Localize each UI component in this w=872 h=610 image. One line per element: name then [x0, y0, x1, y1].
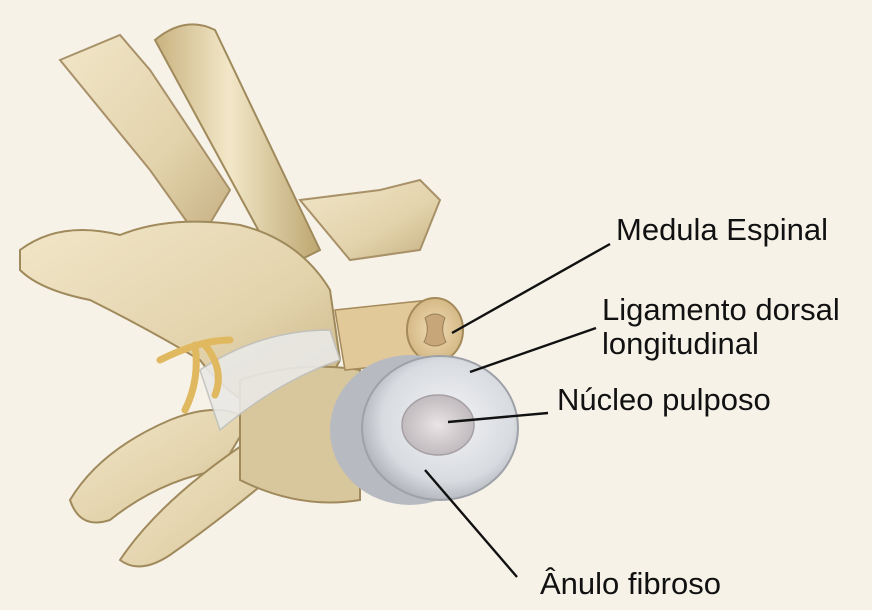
label-ligamento-line1: Ligamento dorsal: [602, 293, 840, 326]
gray-matter: [424, 314, 446, 346]
label-ligamento-line2: longitudinal: [602, 327, 759, 360]
upper-right-process: [300, 180, 440, 260]
nucleus-pulposus: [402, 395, 474, 455]
leader-medula: [452, 244, 610, 333]
label-medula-espinal: Medula Espinal: [616, 213, 828, 246]
leader-ligamento: [470, 328, 596, 372]
label-nucleo-pulposo: Núcleo pulposo: [557, 383, 771, 416]
label-anulo-fibroso: Ânulo fibroso: [540, 567, 721, 600]
